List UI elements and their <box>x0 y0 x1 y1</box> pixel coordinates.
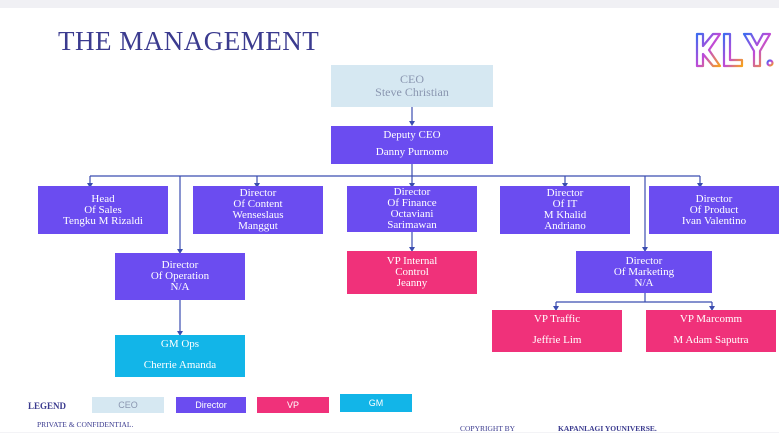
internal-control-line-1: VP Internal <box>386 255 438 267</box>
gm-ops-box: GM Ops Cherrie Amanda <box>115 335 245 377</box>
internal-control-line-2: Control <box>395 266 429 278</box>
copyright-label: COPYRIGHT BY <box>460 424 516 433</box>
operation-line-2: Of Operation <box>150 270 210 282</box>
content-line-1: Director <box>239 187 277 199</box>
ceo-name: Steve Christian <box>375 85 449 99</box>
vp-internal-control-box: VP Internal Control Jeanny <box>347 251 477 294</box>
director-product-box: Director Of Product Ivan Valentino <box>649 186 779 234</box>
content-line-2: Of Content <box>233 198 283 210</box>
marketing-line-1: Director <box>625 254 663 267</box>
vp-marcomm-box: VP Marcomm M Adam Saputra <box>646 310 776 352</box>
operation-line-3: N/A <box>170 281 190 293</box>
gm-ops-name: Cherrie Amanda <box>143 359 217 371</box>
director-operation-box: Director Of Operation N/A <box>115 253 245 300</box>
product-line-3: Ivan Valentino <box>681 214 747 227</box>
marketing-line-2: Of Marketing <box>613 265 675 278</box>
it-line-2: Of IT <box>552 198 578 210</box>
operation-line-1: Director <box>161 259 199 271</box>
finance-line-2: Of Finance <box>387 197 437 209</box>
finance-line-3: Octaviani <box>390 208 434 220</box>
director-marketing-box: Director Of Marketing N/A <box>576 251 712 293</box>
kly-logo <box>695 32 774 68</box>
legend-gm: GM <box>340 394 412 412</box>
it-line-4: Andriano <box>544 220 586 232</box>
director-content-box: Director Of Content Wenseslaus Manggut <box>193 186 323 234</box>
director-sales-box: Head Of Sales Tengku M Rizaldi <box>38 186 168 234</box>
gm-ops-role: GM Ops <box>160 338 200 350</box>
finance-line-4: Sarimawan <box>387 219 437 231</box>
vp-marcomm-role: VP Marcomm <box>679 313 743 325</box>
sales-line-1: Head <box>91 192 115 205</box>
deputy-ceo-box: Deputy CEO Danny Purnomo <box>331 126 493 164</box>
it-line-1: Director <box>546 187 584 199</box>
product-line-2: Of Product <box>689 203 739 216</box>
marketing-line-3: N/A <box>634 276 654 289</box>
vp-marcomm-name: M Adam Saputra <box>673 334 749 346</box>
sales-line-2: Of Sales <box>84 203 122 216</box>
vp-traffic-box: VP Traffic Jeffrie Lim <box>492 310 622 352</box>
ceo-box: CEO Steve Christian <box>331 65 493 107</box>
director-it-box: Director Of IT M Khalid Andriano <box>500 186 630 234</box>
ceo-role: CEO <box>400 72 424 86</box>
content-line-4: Manggut <box>238 220 278 232</box>
copyright-company: KAPANLAGI YOUNIVERSE. <box>558 424 657 433</box>
top-band <box>0 0 779 8</box>
director-finance-box: Director Of Finance Octaviani Sarimawan <box>347 186 477 232</box>
deputy-name: Danny Purnomo <box>375 146 449 158</box>
legend-ceo: CEO <box>92 397 164 413</box>
confidential-note: PRIVATE & CONFIDENTIAL. <box>37 420 134 429</box>
vp-traffic-name: Jeffrie Lim <box>532 334 582 346</box>
deputy-role: Deputy CEO <box>383 129 441 141</box>
it-line-3: M Khalid <box>543 209 587 221</box>
legend-label: LEGEND <box>28 401 67 411</box>
page-title: THE MANAGEMENT <box>58 26 320 56</box>
internal-control-line-3: Jeanny <box>396 277 428 289</box>
finance-line-1: Director <box>393 186 431 198</box>
legend-vp: VP <box>257 397 329 413</box>
vp-traffic-role: VP Traffic <box>533 313 581 325</box>
content-line-3: Wenseslaus <box>232 209 284 221</box>
legend-director: Director <box>176 397 246 413</box>
product-line-1: Director <box>695 192 733 205</box>
sales-line-3: Tengku M Rizaldi <box>63 214 143 227</box>
